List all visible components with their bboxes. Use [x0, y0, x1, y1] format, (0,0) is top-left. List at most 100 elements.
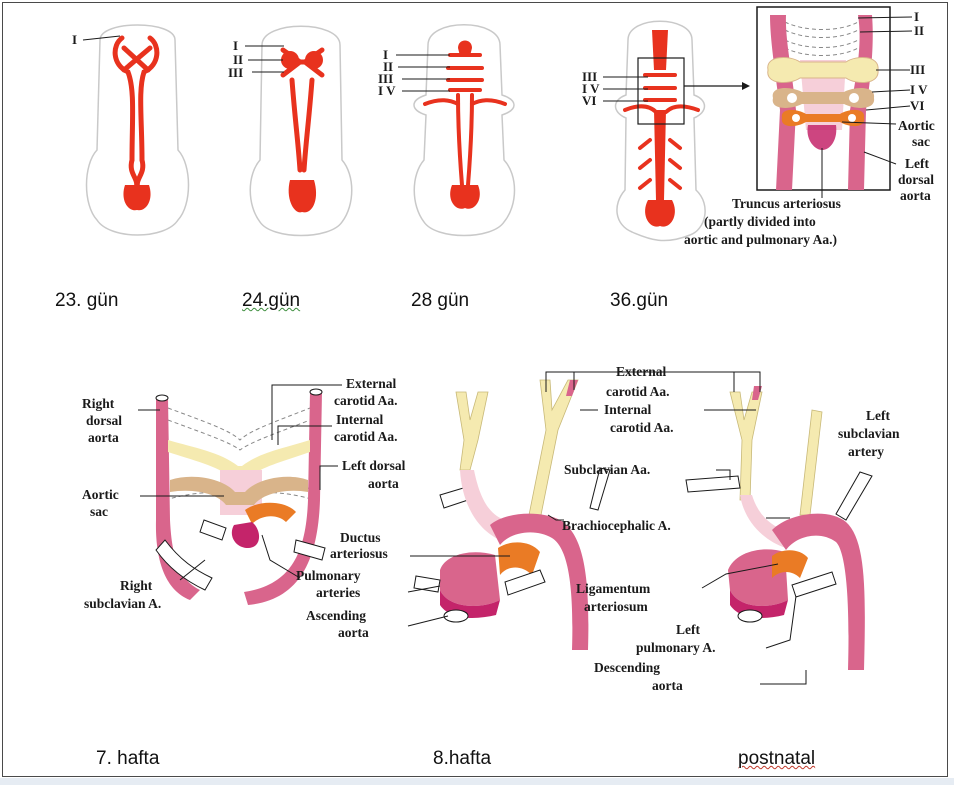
week8-ductus — [498, 542, 540, 575]
embryo-day24-arch-cluster-right — [305, 51, 323, 69]
caption-day23: 23. gün — [55, 290, 118, 312]
embryo-day36-head-vessels — [652, 30, 668, 70]
postnatal-label-ligamentum-2: arteriosum — [584, 599, 648, 614]
embryo-day28 — [396, 25, 515, 236]
inset-arch-VI-right-lumen — [848, 114, 856, 122]
caption-day24: 24.gün — [242, 290, 300, 312]
week7-label-aortic-sac-2: sac — [90, 504, 108, 519]
postnatal-label-subclavian-aa: Subclavian Aa. — [564, 462, 650, 477]
postnatal-leader-descending — [760, 670, 806, 684]
inset-label-truncus-1: Truncus arteriosus — [732, 196, 841, 211]
week8-ascending-base — [440, 552, 500, 606]
week8-label-ascending-2: aorta — [338, 625, 369, 640]
embryo-day24 — [245, 26, 352, 235]
inset-label-left-dorsal-3: aorta — [900, 188, 931, 203]
week7-pulmonary-branch — [200, 520, 226, 540]
embryo-day28-head-vessel — [458, 41, 472, 57]
postnatal-label-descending-1: Descending — [594, 660, 660, 675]
inset-label-aortic-sac-1: Aortic — [898, 118, 935, 133]
postnatal-label-external-2: carotid Aa. — [606, 384, 670, 399]
embryo-day23 — [83, 25, 189, 235]
roman-VI-day36: VI — [582, 93, 596, 108]
postnatal-label-brachiocephalic: Brachiocephalic A. — [562, 518, 671, 533]
roman-IV-day28: I V — [378, 83, 396, 98]
week7-left-dorsal-aorta-top — [310, 389, 322, 395]
caption-week8: 8.hafta — [433, 748, 491, 770]
caption-day24-text: 24.gün — [242, 290, 300, 311]
week7-label-aortic-sac-1: Aortic — [82, 487, 119, 502]
week8-right-carotid-fork — [456, 392, 488, 470]
week7-leader-external — [272, 385, 342, 440]
week7-label-internal-2: carotid Aa. — [334, 429, 398, 444]
inset-roman-IV: I V — [910, 82, 928, 97]
week7-dashed-arch-1 — [168, 408, 310, 440]
inset-label-truncus-3: aortic and pulmonary Aa.) — [684, 232, 837, 247]
inset-label-left-dorsal-2: dorsal — [898, 172, 934, 187]
caption-week7: 7. hafta — [96, 748, 159, 770]
roman-I-day23: I — [72, 32, 77, 47]
inset-arch-IV-right-lumen — [849, 93, 859, 103]
postnatal-label-external-1: External — [616, 364, 666, 379]
roman-III-day24: III — [228, 65, 243, 80]
postnatal-label-left-pulmonary-2: pulmonary A. — [636, 640, 716, 655]
week8-diagram — [408, 380, 610, 650]
caption-postnatal-text: postnatal — [738, 748, 815, 769]
week8-right-pulmonary — [414, 576, 440, 592]
caption-day36: 36.gün — [610, 290, 668, 312]
embryo-day23-caudal-plexus — [123, 185, 150, 210]
roman-I-day24: I — [233, 38, 238, 53]
week8-label-ductus-2: arteriosus — [330, 546, 388, 561]
postnatal-label-left-subclavian-1: Left — [866, 408, 890, 423]
week7-label-external-2: carotid Aa. — [334, 393, 398, 408]
embryo-day36-inset-arrowhead — [742, 82, 750, 90]
caption-postnatal: postnatal — [738, 748, 815, 770]
embryo-day36 — [603, 21, 750, 240]
inset-roman-II: II — [914, 23, 924, 38]
postnatal-label-left-subclavian-3: artery — [848, 444, 884, 459]
week7-label-left-dorsal-2: aorta — [368, 476, 399, 491]
week8-left-pulmonary — [505, 570, 545, 595]
inset-label-left-dorsal-1: Left — [905, 156, 929, 171]
week8-label-pulmonary-1: Pulmonary — [296, 568, 361, 583]
week8-left-carotid-fork — [528, 380, 578, 520]
week8-label-ascending-1: Ascending — [306, 608, 366, 623]
inset-roman-III: III — [910, 62, 925, 77]
week7-label-right-subclavian-1: Right — [120, 578, 153, 593]
week7-label-external-1: External — [346, 376, 396, 391]
embryo-day24-arch-cluster-left — [281, 51, 299, 69]
inset-label-aortic-sac-2: sac — [912, 134, 930, 149]
embryo-day28-caudal-plexus — [450, 185, 480, 209]
week7-label-right-subclavian-2: subclavian A. — [84, 596, 161, 611]
postnatal-label-internal-2: carotid Aa. — [610, 420, 674, 435]
embryo-day36-caudal — [645, 200, 675, 227]
postnatal-ascending-cut — [738, 610, 762, 622]
postnatal-label-ligamentum-1: Ligamentum — [576, 581, 651, 596]
week7-arch-VI-ductus — [245, 503, 296, 524]
week7-right-dorsal-aorta-top — [156, 395, 168, 401]
week7-label-right-dorsal-3: aorta — [88, 430, 119, 445]
week7-label-internal-1: Internal — [336, 412, 383, 427]
week8-label-pulmonary-2: arteries — [316, 585, 360, 600]
inset-roman-VI: VI — [910, 98, 924, 113]
inset-arch-VI-left-lumen — [792, 114, 800, 122]
week7-pulmonary-trunk — [232, 522, 259, 548]
postnatal-right-subclavian — [686, 476, 740, 492]
week8-label-ductus-1: Ductus — [340, 530, 381, 545]
postnatal-label-left-subclavian-2: subclavian — [838, 426, 900, 441]
inset-label-truncus-2: (partly divided into — [704, 214, 816, 229]
caption-day28: 28 gün — [411, 290, 469, 312]
week7-label-right-dorsal-2: dorsal — [86, 413, 122, 428]
postnatal-left-carotid — [800, 410, 822, 515]
week8-leader-ascending — [408, 616, 448, 626]
postnatal-label-descending-2: aorta — [652, 678, 683, 693]
week7-dashed-arch-2 — [168, 420, 310, 450]
inset-roman-I: I — [914, 9, 919, 24]
week7-label-left-dorsal-1: Left dorsal — [342, 458, 406, 473]
postnatal-label-internal-1: Internal — [604, 402, 651, 417]
inset-aortic-sac — [757, 7, 912, 198]
week7-label-right-dorsal-1: Right — [82, 396, 115, 411]
postnatal-left-subclavian — [836, 472, 872, 520]
postnatal-label-left-pulmonary-1: Left — [676, 622, 700, 637]
week7-leader-left-dorsal — [320, 466, 338, 490]
